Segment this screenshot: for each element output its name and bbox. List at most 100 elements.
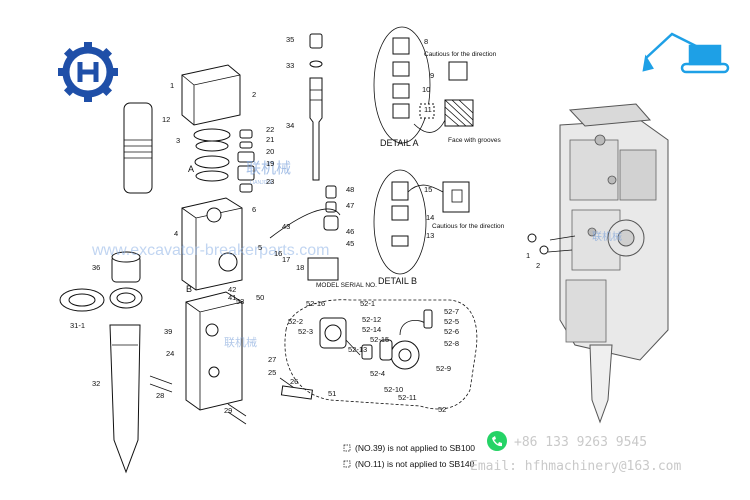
label-45: 45 bbox=[346, 239, 354, 248]
watermark-url: www.excavator-breakerparts.com bbox=[91, 242, 329, 259]
label-52-12: 52-12 bbox=[362, 315, 381, 324]
part-labels: 1 2 3 4 6 12 16 17 18 19 20 21 22 23 24 … bbox=[70, 35, 540, 415]
label-35: 35 bbox=[286, 35, 294, 44]
label-52-5: 52-5 bbox=[444, 317, 459, 326]
label-12: 12 bbox=[162, 115, 170, 124]
label-52-8: 52-8 bbox=[444, 339, 459, 348]
detail-a-num-8: 8 bbox=[424, 37, 428, 46]
label-29: 29 bbox=[224, 406, 232, 415]
detail-a-title: DETAIL A bbox=[380, 138, 419, 148]
label-24: 24 bbox=[166, 349, 174, 358]
label-51: 51 bbox=[328, 389, 336, 398]
assembly-52 bbox=[319, 309, 433, 370]
contact-phone: +86 133 9263 9545 bbox=[514, 435, 647, 450]
label-18: 18 bbox=[296, 263, 304, 272]
label-26: 26 bbox=[290, 377, 298, 386]
detail-b-num-13: 13 bbox=[426, 231, 434, 240]
detail-b-caution: Cautious for the direction bbox=[432, 223, 505, 230]
label-52-6: 52-6 bbox=[444, 327, 459, 336]
label-5: 5 bbox=[258, 243, 262, 252]
label-52-10: 52-10 bbox=[384, 385, 403, 394]
label-34: 34 bbox=[286, 121, 294, 130]
excavator-icon bbox=[642, 32, 730, 74]
label-43: 43 bbox=[282, 222, 290, 231]
note-11: (NO.11) is not applied to SB140 bbox=[355, 459, 475, 469]
label-17: 17 bbox=[282, 255, 290, 264]
bushing-ring bbox=[109, 287, 143, 309]
chisel-32 bbox=[109, 324, 141, 474]
label-25: 25 bbox=[268, 368, 276, 377]
label-B: B bbox=[186, 284, 192, 294]
cylinder-body-A bbox=[181, 197, 243, 291]
label-28: 28 bbox=[156, 391, 164, 400]
label-42: 42 bbox=[228, 285, 236, 294]
label-39: 39 bbox=[164, 327, 172, 336]
label-4: 4 bbox=[174, 229, 178, 238]
detail-a-group bbox=[373, 26, 474, 144]
label-50: 50 bbox=[256, 293, 264, 302]
valve-stack bbox=[237, 129, 255, 193]
label-52-1: 52-1 bbox=[360, 299, 375, 308]
model-serial: MODEL SERIAL NO. bbox=[316, 282, 377, 289]
label-47: 47 bbox=[346, 201, 354, 210]
label-52-14: 52-14 bbox=[362, 325, 381, 334]
piston-rod-34 bbox=[309, 33, 323, 181]
label-27: 27 bbox=[268, 355, 276, 364]
gear-logo-icon bbox=[58, 42, 118, 102]
detail-b-group bbox=[373, 169, 470, 275]
contact-email: Email: hfhmachinery@163.com bbox=[470, 459, 681, 474]
breaker-photo bbox=[527, 103, 669, 424]
block-18 bbox=[307, 257, 339, 281]
photo-label-2: 2 bbox=[536, 261, 540, 270]
watermark-brand-sub-top: LIANJIXIE bbox=[250, 180, 274, 186]
label-6: 6 bbox=[252, 205, 256, 214]
note-box-39 bbox=[343, 444, 351, 452]
valve-parts-45-48 bbox=[323, 185, 339, 231]
detail-52-boundary bbox=[284, 299, 478, 410]
label-52-15: 52-15 bbox=[370, 335, 389, 344]
label-A: A bbox=[188, 164, 194, 174]
label-1: 1 bbox=[170, 81, 174, 90]
head-cap-1 bbox=[181, 64, 241, 126]
label-52-4: 52-4 bbox=[370, 369, 385, 378]
leader-curve bbox=[269, 208, 341, 239]
watermark-brand-top: 联机械 bbox=[246, 160, 291, 177]
detail-a-caution: Cautious for the direction bbox=[424, 51, 497, 58]
label-23: 23 bbox=[266, 177, 274, 186]
label-2: 2 bbox=[252, 90, 256, 99]
ring-31-1 bbox=[59, 288, 105, 312]
detail-b-num-15: 15 bbox=[424, 185, 432, 194]
label-31-1: 31-1 bbox=[70, 321, 85, 330]
label-52-3: 52-3 bbox=[298, 327, 313, 336]
label-52-16: 52-16 bbox=[306, 299, 325, 308]
detail-b-title: DETAIL B bbox=[378, 276, 417, 286]
label-22: 22 bbox=[266, 125, 274, 134]
label-41: 41 bbox=[228, 293, 236, 302]
label-19: 19 bbox=[266, 159, 274, 168]
bushing-36 bbox=[111, 251, 141, 283]
tool-rod-12 bbox=[123, 102, 153, 194]
front-head-B bbox=[185, 291, 243, 411]
detail-b-num-14: 14 bbox=[426, 213, 434, 222]
watermark-brand-mid: 联机械 bbox=[224, 335, 257, 349]
detail-a-num-11: 11 bbox=[424, 105, 432, 114]
label-36: 36 bbox=[92, 263, 100, 272]
label-52-2: 52-2 bbox=[288, 317, 303, 326]
label-33: 33 bbox=[286, 61, 294, 70]
detail-a-face-note: Face with grooves bbox=[448, 137, 501, 144]
label-3: 3 bbox=[176, 136, 180, 145]
label-53: 53 bbox=[236, 297, 244, 306]
photo-label-1: 1 bbox=[526, 251, 530, 260]
label-16: 16 bbox=[274, 249, 282, 258]
label-52-13: 52-13 bbox=[348, 345, 367, 354]
label-52-9: 52-9 bbox=[436, 364, 451, 373]
photo-brand: 联机械 bbox=[592, 230, 622, 243]
detail-a-num-9: 9 bbox=[430, 71, 434, 80]
whatsapp-icon bbox=[487, 431, 507, 451]
detail-a-num-10: 10 bbox=[422, 85, 430, 94]
label-46: 46 bbox=[346, 227, 354, 236]
label-52-7: 52-7 bbox=[444, 307, 459, 316]
label-20: 20 bbox=[266, 147, 274, 156]
label-52-11: 52-11 bbox=[398, 393, 417, 402]
